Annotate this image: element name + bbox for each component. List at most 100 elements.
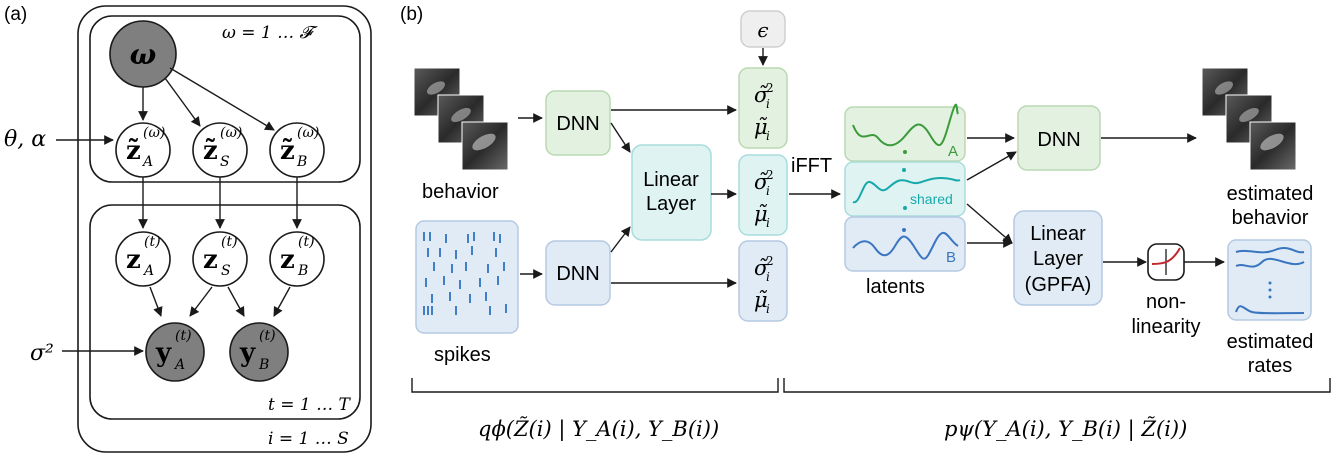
svg-text:qϕ(Z̃(i) | Y_A(i), Y_B(i)): qϕ(Z̃(i) | Y_A(i), Y_B(i)) [478, 417, 719, 442]
svg-text:(ω): (ω) [143, 125, 165, 141]
time-node-B: z (t) B [269, 231, 325, 287]
svg-text:y: y [155, 338, 172, 368]
svg-text:pψ(Y_A(i), Y_B(i) | Z̃(i)): pψ(Y_A(i), Y_B(i) | Z̃(i)) [944, 417, 1187, 442]
gpfa-line3: (GPFA) [1025, 274, 1092, 296]
svg-text:2: 2 [766, 254, 774, 268]
panel-a-edges [56, 67, 302, 356]
theta-alpha-label: θ, α [4, 127, 46, 152]
spikes-label: spikes [434, 344, 491, 366]
latent-box-shared: shared [844, 161, 966, 217]
dnn-decoder [1017, 105, 1101, 171]
panel-b-label: (b) [400, 4, 423, 25]
param-box-shared: σ̃ 2 i μ̃ i [738, 154, 788, 236]
obs-node-B: y (t) B [229, 322, 289, 382]
est-rates-line2: rates [1248, 355, 1292, 377]
decoder-formula: pψ(Y_A(i), Y_B(i) | Z̃(i)) [944, 417, 1187, 442]
svg-text:i: i [766, 97, 770, 111]
svg-text:y: y [239, 338, 256, 368]
svg-text:σ̃: σ̃ [754, 83, 769, 107]
plate-frequency [89, 15, 361, 183]
estimated-rates-box [1227, 239, 1312, 321]
svg-text:μ̃: μ̃ [754, 115, 768, 139]
svg-text:z: z [203, 245, 218, 275]
epsilon-symbol: ϵ [757, 18, 768, 42]
dnn-behavior-label: DNN [556, 113, 599, 135]
estimated-behavior-stack [1201, 67, 1297, 171]
svg-text:B: B [946, 249, 956, 266]
plate-outer-label: i = 1 … S [268, 429, 349, 449]
svg-text:2: 2 [766, 168, 774, 182]
svg-text:z̃: z̃ [280, 136, 295, 166]
encoder-formula: qϕ(Z̃(i) | Y_A(i), Y_B(i)) [478, 417, 719, 442]
decoder-bracket [783, 378, 1331, 393]
svg-text:A: A [141, 154, 153, 170]
spikes-raster [415, 220, 519, 334]
svg-text:A: A [948, 143, 958, 160]
svg-text:(t): (t) [298, 234, 315, 250]
time-node-S: z (t) S [192, 231, 248, 287]
svg-text:z: z [280, 245, 295, 275]
sigma-sq-label: σ² [30, 341, 54, 366]
svg-text:(ω): (ω) [220, 125, 242, 141]
nonlinearity-line2: linearity [1132, 316, 1201, 338]
linear-layer-encoder [631, 144, 712, 241]
ifft-label: iFFT [791, 155, 832, 177]
dnn-spikes-encoder [545, 240, 611, 306]
svg-text:μ̃: μ̃ [754, 288, 768, 312]
svg-text:shared: shared [910, 191, 953, 207]
svg-text:z̃: z̃ [203, 136, 218, 166]
encoder-bracket [411, 378, 779, 393]
svg-text:z̃: z̃ [126, 136, 141, 166]
dnn-spikes-label: DNN [556, 263, 599, 285]
freq-node-A: z̃ (ω) A [115, 122, 171, 178]
epsilon-box [740, 10, 786, 48]
latent-box-A: A [844, 103, 966, 162]
svg-text:(t): (t) [221, 234, 238, 250]
param-box-spikes: σ̃ 2 i μ̃ i [738, 240, 788, 322]
svg-text:S: S [221, 263, 231, 279]
est-behavior-line1: estimated [1227, 183, 1314, 205]
svg-text:i: i [766, 129, 770, 143]
behavior-label: behavior [422, 181, 499, 203]
spike-ticks [423, 232, 507, 315]
svg-text:A: A [173, 357, 185, 373]
dnn-behavior-encoder [545, 90, 611, 156]
behavior-image-stack [413, 67, 509, 171]
svg-text:i: i [766, 302, 770, 316]
obs-node-A: y (t) A [145, 322, 205, 382]
est-behavior-line2: behavior [1232, 207, 1309, 229]
svg-text:(t): (t) [259, 328, 276, 344]
svg-text:B: B [296, 154, 307, 170]
svg-text:B: B [297, 263, 308, 279]
svg-text:(ω): (ω) [297, 125, 319, 141]
time-node-A: z (t) A [115, 231, 171, 287]
svg-text:i: i [766, 270, 770, 284]
plate-time [89, 204, 361, 420]
svg-text:μ̃: μ̃ [754, 202, 768, 226]
linear-layer-line1: Linear [643, 169, 699, 191]
svg-text:(t): (t) [175, 328, 192, 344]
plate-outer [77, 5, 372, 453]
gpfa-line1: Linear [1030, 223, 1086, 245]
svg-text:i: i [766, 184, 770, 198]
svg-text:σ̃: σ̃ [754, 256, 769, 280]
omega-symbol: ω [130, 38, 157, 71]
param-box-behavior: σ̃ 2 i μ̃ i [738, 67, 788, 149]
gpfa-line2: Layer [1033, 248, 1083, 270]
linear-layer-gpfa [1013, 210, 1103, 306]
plate-freq-label: ω = 1 … 𝓕 [222, 23, 319, 43]
svg-text:S: S [220, 154, 230, 170]
svg-text:σ̃: σ̃ [754, 170, 769, 194]
svg-text:i: i [766, 216, 770, 230]
latents-label: latents [866, 276, 925, 298]
svg-text:z: z [126, 245, 141, 275]
linear-layer-line2: Layer [646, 193, 696, 215]
freq-node-S: z̃ (ω) S [192, 122, 248, 178]
freq-node-B: z̃ (ω) B [269, 122, 325, 178]
svg-text:2: 2 [766, 81, 774, 95]
svg-text:A: A [142, 263, 154, 279]
dnn-decoder-label: DNN [1037, 129, 1080, 151]
panel-b-edges [518, 48, 1225, 288]
plate-time-label: t = 1 … T [268, 395, 352, 415]
svg-text:(t): (t) [144, 234, 161, 250]
